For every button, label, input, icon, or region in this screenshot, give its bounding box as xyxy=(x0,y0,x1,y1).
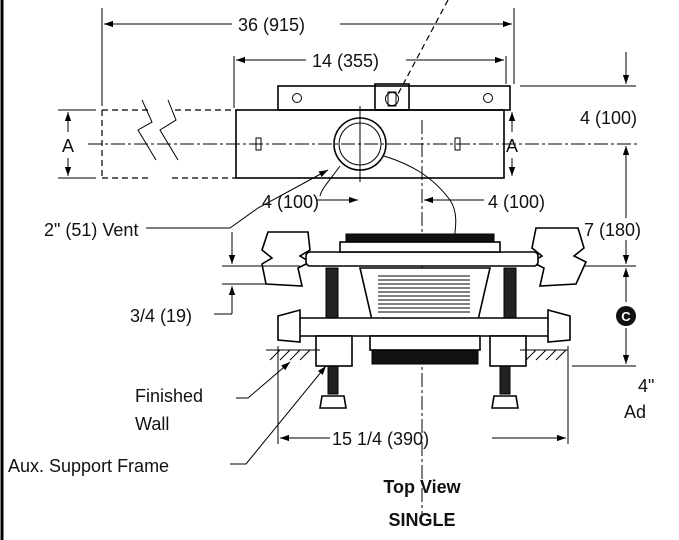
dimension-lines xyxy=(58,8,636,465)
flange-left xyxy=(261,231,312,287)
vent-callout: 2" (51) Vent xyxy=(44,220,138,240)
adjuster-block xyxy=(374,83,410,111)
dim-offset-left: 4 (100) xyxy=(262,192,319,212)
type-caption: SINGLE xyxy=(388,510,455,530)
finished-wall-line2: Wall xyxy=(135,414,169,434)
dim-a-left: A xyxy=(62,136,74,156)
dim-offset-right: 4 (100) xyxy=(488,192,545,212)
dim-height-mid: 7 (180) xyxy=(584,220,641,240)
view-caption: Top View xyxy=(383,477,461,497)
dim-height-top: 4 (100) xyxy=(580,108,637,128)
lower-view xyxy=(261,227,588,409)
svg-text:C: C xyxy=(621,309,631,324)
dim-frame-width: 14 (355) xyxy=(312,51,379,71)
dim-overall-width: 36 (915) xyxy=(238,15,305,35)
finished-wall-line1: Finished xyxy=(135,386,203,406)
dim-base-width: 15 1/4 (390) xyxy=(332,429,429,449)
flange-right xyxy=(530,227,588,287)
dim-a-right: A xyxy=(506,136,518,156)
upper-rail xyxy=(305,251,539,267)
circle-c-marker: C xyxy=(616,306,636,326)
gasket-bottom xyxy=(371,349,479,365)
support-frame-callout: Aux. Support Frame xyxy=(8,456,169,476)
lower-rail xyxy=(289,317,565,337)
right-partial-2: Ad xyxy=(624,402,646,422)
dim-gap: 3/4 (19) xyxy=(130,306,192,326)
right-partial-1: 4" xyxy=(638,376,654,396)
gasket-top xyxy=(345,233,495,243)
